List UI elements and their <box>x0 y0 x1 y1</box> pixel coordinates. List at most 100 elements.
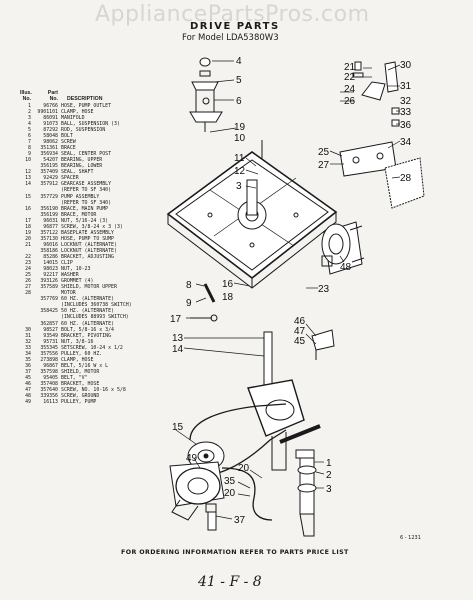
callout-2: 2 <box>326 470 332 481</box>
part-no-cell: 92429 <box>43 175 58 182</box>
handwritten-page-number: 41 - F - 8 <box>198 574 262 590</box>
part-no-cell: 356934 <box>40 151 58 158</box>
callout-21: 21 <box>344 62 356 73</box>
callout-30: 30 <box>400 60 412 71</box>
illus-no-cell: 17 <box>25 217 31 224</box>
illus-no-cell: 36 <box>25 362 31 369</box>
part-no-cell: 273898 <box>40 356 58 363</box>
description-cell: BRACKET, ADJUSTING <box>61 253 114 260</box>
part-no-cell: 96867 <box>43 362 58 369</box>
table-row: (INCLUDES 360738 SWITCH) <box>20 302 152 308</box>
pump-outlet-hose <box>279 424 321 537</box>
description-cell: (INCLUDES 88993 SWITCH) <box>61 314 129 321</box>
part-no-cell: 356199 <box>40 211 58 218</box>
callout-20: 20 <box>238 463 250 474</box>
illus-no-cell: 7 <box>28 139 31 146</box>
part-no-cell: 96766 <box>43 102 58 109</box>
table-row: (REFER TO SF 340) <box>20 200 152 206</box>
part-no-cell: 58048 <box>43 133 58 140</box>
part-no-cell: 95405 <box>43 374 58 381</box>
callout-37: 37 <box>234 515 246 526</box>
illus-no-cell: 37 <box>25 368 31 375</box>
illus-no-cell: 27 <box>25 284 31 291</box>
part-no-cell: 93549 <box>43 332 58 339</box>
illus-no-cell: 26 <box>25 278 31 285</box>
illus-no-cell: 4 <box>28 120 31 127</box>
brace-and-suspension <box>190 283 218 322</box>
callout-3: 3 <box>236 181 242 192</box>
callout-49: 49 <box>186 453 198 464</box>
description-cell: CLAMP, HOSE <box>61 356 94 363</box>
description-cell: BRACE <box>61 145 76 152</box>
part-no-cell: 98527 <box>43 326 58 333</box>
illus-no-cell: 24 <box>25 266 31 273</box>
callout-1: 1 <box>326 458 332 469</box>
description-cell: SEAL, SHAFT <box>61 169 94 176</box>
description-cell: PULLEY, 60 HZ. <box>61 350 103 357</box>
description-cell: BEARING, UPPER <box>61 157 103 164</box>
pump-assembly <box>169 461 225 531</box>
illus-no-cell: 20 <box>25 235 31 242</box>
part-no-cell: 96016 <box>43 241 58 248</box>
illus-no-cell: 9 <box>28 151 31 158</box>
gearcase-assembly <box>247 331 305 471</box>
callout-19: 19 <box>234 122 246 133</box>
illus-no-cell: 18 <box>25 223 31 230</box>
description-cell: PULLEY, PUMP <box>61 399 97 406</box>
baseplate-assembly <box>166 151 338 289</box>
callout-32: 32 <box>400 96 412 107</box>
illus-no-cell: 28 <box>25 290 31 297</box>
description-cell: GEARCASE ASSEMBLY <box>61 181 112 188</box>
callout-11: 11 <box>234 153 245 164</box>
illus-no-cell: 45 <box>25 374 31 381</box>
illus-no-cell: 12 <box>25 169 31 176</box>
part-no-cell: 356190 <box>40 205 58 212</box>
part-no-cell: 339356 <box>40 393 58 400</box>
manifold-assembly <box>189 57 223 132</box>
callout-25: 25 <box>318 147 330 158</box>
description-cell: BELT, "V" <box>61 374 88 381</box>
part-no-cell: 357409 <box>40 169 58 176</box>
description-cell: SCREW, 3/8-24 x 3 (3) <box>61 223 123 230</box>
model-subtitle: For Model LDA5380W3 <box>182 33 279 43</box>
illus-no-cell: 2 <box>28 108 31 115</box>
illus-no-cell: 32 <box>25 338 31 345</box>
part-no-cell: 95731 <box>43 338 58 345</box>
description-cell: (INCLUDES 360738 SWITCH) <box>61 302 132 309</box>
description-cell: SPACER <box>61 175 79 182</box>
description-cell: SCREW, NO. 10-16 x 5/8 <box>61 387 126 394</box>
description-cell: 60 HZ. (ALTERNATE) <box>61 320 114 327</box>
description-cell: SHIELD, MOTOR <box>61 368 100 375</box>
description-cell: BELT, 5/16 W x L <box>61 362 109 369</box>
callout-22: 22 <box>344 72 356 83</box>
part-no-cell: 85286 <box>43 253 58 260</box>
part-no-cell: 351361 <box>40 145 58 152</box>
callout-23: 23 <box>318 284 330 295</box>
description-cell: HOSE, PUMP OUTLET <box>61 102 112 109</box>
callout-17: 17 <box>170 314 182 325</box>
callout-5: 5 <box>236 75 242 86</box>
description-cell: HOSE, PUMP TO SUMP <box>61 235 114 242</box>
callout-12: 12 <box>234 166 246 177</box>
illus-no-cell: 1 <box>28 102 31 109</box>
